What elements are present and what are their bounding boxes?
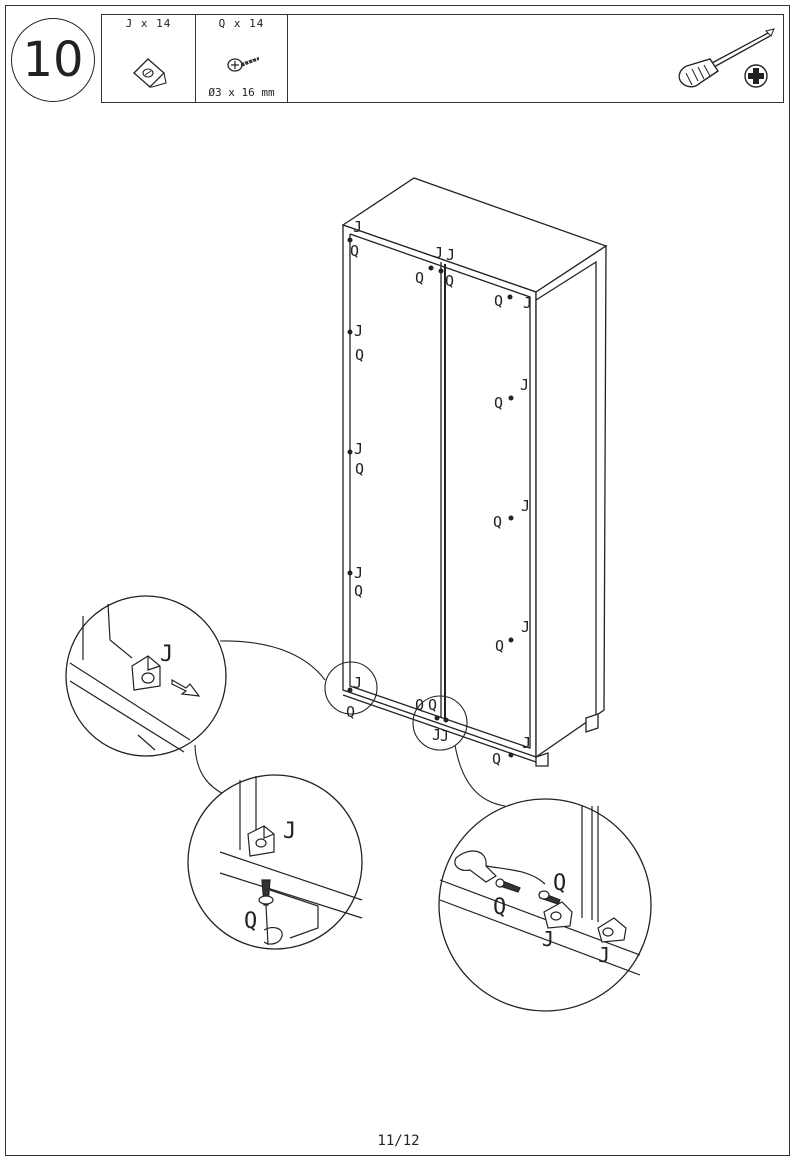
detail-double-fixing: Q Q J J <box>438 798 652 1012</box>
svg-text:Q: Q <box>492 750 501 768</box>
svg-text:J: J <box>542 927 554 951</box>
svg-text:J: J <box>353 674 362 692</box>
svg-text:Q: Q <box>354 582 363 600</box>
svg-text:Q: Q <box>493 895 506 920</box>
svg-text:J: J <box>354 322 363 340</box>
svg-text:Q: Q <box>494 394 503 412</box>
svg-text:Q: Q <box>553 871 566 896</box>
svg-text:J: J <box>598 943 610 967</box>
screw-icon <box>227 57 259 72</box>
corner-bracket-icon <box>133 58 167 88</box>
svg-text:Q: Q <box>428 696 437 714</box>
part-j-cell: J x 14 <box>102 15 196 102</box>
bracket-markers <box>347 237 514 758</box>
svg-text:J: J <box>521 497 530 515</box>
svg-text:J: J <box>434 244 443 262</box>
part-q-cell: Q x 14 Ø3 x 16 mm <box>196 15 288 102</box>
phillips-screwdriver-icon <box>678 28 775 88</box>
svg-text:Q: Q <box>495 637 504 655</box>
svg-text:J: J <box>522 734 531 752</box>
svg-text:Q: Q <box>493 513 502 531</box>
svg-text:J: J <box>354 564 363 582</box>
parts-panel: J x 14 Q x 14 Ø3 x 16 mm <box>101 14 784 103</box>
part-q-spec: Ø3 x 16 mm <box>208 86 275 99</box>
detail-callout-markers <box>194 640 506 807</box>
svg-text:Q: Q <box>355 460 364 478</box>
page-number: 11/12 <box>377 1133 420 1149</box>
step-number-text: 10 <box>22 32 84 88</box>
svg-text:Q: Q <box>346 703 355 721</box>
svg-text:J: J <box>160 642 173 667</box>
step-number: 10 <box>11 18 95 102</box>
svg-text:Q: Q <box>244 909 257 934</box>
svg-text:J: J <box>446 246 455 264</box>
svg-text:Q: Q <box>350 242 359 260</box>
detail-bracket-placement: J <box>65 595 227 757</box>
svg-text:J: J <box>353 218 362 236</box>
svg-text:J: J <box>283 819 296 844</box>
svg-text:J: J <box>354 440 363 458</box>
part-j-qty: J x 14 <box>125 17 172 30</box>
wardrobe-cabinet <box>341 177 608 767</box>
svg-text:J: J <box>440 727 449 745</box>
svg-text:Q: Q <box>445 272 454 290</box>
svg-text:J: J <box>520 376 529 394</box>
svg-text:Q: Q <box>355 346 364 364</box>
part-q-qty: Q x 14 <box>218 17 265 30</box>
svg-text:Q: Q <box>494 292 503 310</box>
detail-screw-fixing: J Q <box>187 774 363 950</box>
svg-text:Q: Q <box>415 269 424 287</box>
svg-text:J: J <box>521 618 530 636</box>
page-frame <box>5 5 790 1156</box>
svg-text:J: J <box>523 294 532 312</box>
svg-text:J: J <box>432 726 441 744</box>
